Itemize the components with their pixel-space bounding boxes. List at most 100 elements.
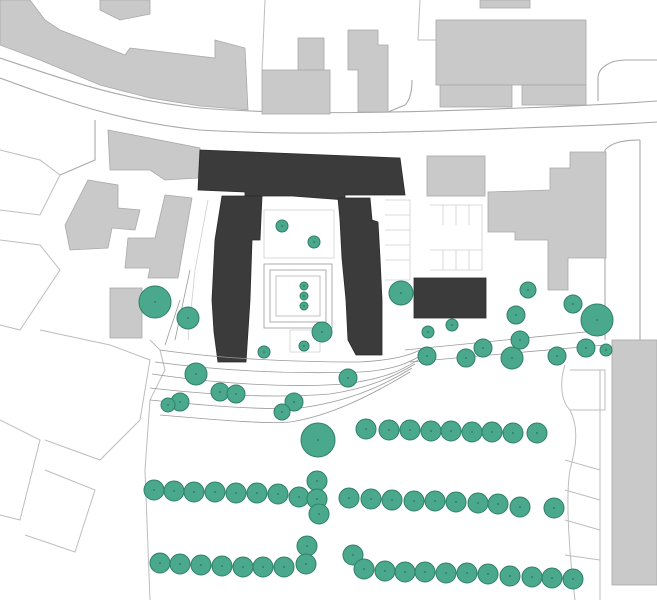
- tree-trunk-marker: [527, 289, 529, 291]
- promenade-edge: [164, 269, 191, 346]
- service-road-east: [604, 139, 641, 151]
- tree-trunk-marker: [536, 432, 538, 434]
- tree-trunk-marker: [519, 506, 521, 508]
- tree-trunk-marker: [551, 577, 553, 579]
- terrace-step: [154, 355, 421, 374]
- tree-trunk-marker: [219, 391, 221, 393]
- main-road-south-edge: [0, 77, 657, 134]
- tree-trunk-marker: [256, 492, 258, 494]
- existing-building: [107, 129, 201, 181]
- existing-building: [521, 84, 587, 106]
- courtyard-step: [269, 269, 327, 323]
- tree-trunk-marker: [235, 492, 237, 494]
- tree-trunk-marker: [471, 431, 473, 433]
- terrace-step: [159, 371, 411, 423]
- existing-building: [261, 69, 331, 115]
- tree-trunk-marker: [427, 331, 429, 333]
- tree-trunk-marker: [445, 572, 447, 574]
- existing-building: [64, 179, 141, 251]
- parcel-outline: [24, 469, 96, 553]
- tree-trunk-marker: [352, 554, 354, 556]
- tree-trunk-marker: [572, 303, 574, 305]
- tree-trunk-marker: [531, 576, 533, 578]
- promenade-edge: [404, 329, 606, 351]
- tree-trunk-marker: [605, 349, 607, 351]
- courtyard-pavilion: [275, 275, 321, 317]
- tree-trunk-marker: [511, 357, 513, 359]
- parcel-outline: [564, 459, 601, 561]
- tree-trunk-marker: [512, 432, 514, 434]
- tree-trunk-marker: [303, 305, 305, 307]
- tree-trunk-marker: [167, 404, 169, 406]
- tree-trunk-marker: [391, 499, 393, 501]
- tree-trunk-marker: [179, 401, 181, 403]
- proposed-building: [413, 277, 487, 319]
- tree-trunk-marker: [596, 319, 598, 321]
- tree-trunk-marker: [388, 429, 390, 431]
- tree-trunk-marker: [281, 225, 283, 227]
- terrace-step: [149, 363, 416, 397]
- tree-trunk-marker: [482, 347, 484, 349]
- tree-trunk-marker: [262, 566, 264, 568]
- tree-trunk-marker: [242, 566, 244, 568]
- tree-trunk-marker: [154, 301, 156, 303]
- tree-trunk-marker: [193, 491, 195, 493]
- tree-trunk-marker: [200, 564, 202, 566]
- parking-lot-lines: [430, 204, 483, 271]
- tree-trunk-marker: [173, 490, 175, 492]
- existing-building: [611, 339, 657, 586]
- existing-building: [479, 0, 531, 9]
- tree-trunk-marker: [384, 570, 386, 572]
- tree-trunk-marker: [424, 571, 426, 573]
- tree-trunk-marker: [235, 393, 237, 395]
- tree-trunk-marker: [553, 507, 555, 509]
- main-road-north-edge: [0, 57, 657, 114]
- parking-lot-lines: [385, 199, 411, 281]
- existing-building: [124, 194, 193, 279]
- side-road-west: [59, 120, 96, 176]
- tree-trunk-marker: [293, 401, 295, 403]
- tree-trunk-marker: [321, 331, 323, 333]
- tree-trunk-marker: [277, 493, 279, 495]
- existing-building: [297, 37, 325, 71]
- tree-trunk-marker: [317, 439, 319, 441]
- parcel-outline: [0, 239, 61, 331]
- existing-building: [435, 19, 587, 86]
- trees: [138, 219, 614, 590]
- tree-trunk-marker: [306, 545, 308, 547]
- parcel-outline: [417, 0, 436, 41]
- parcel-outline: [561, 364, 577, 600]
- tree-trunk-marker: [303, 285, 305, 287]
- tree-trunk-marker: [585, 347, 587, 349]
- courtyard-outline: [263, 209, 335, 259]
- tree-trunk-marker: [477, 502, 479, 504]
- north-curb-right: [597, 59, 657, 101]
- tree-trunk-marker: [409, 429, 411, 431]
- tree-trunk-marker: [195, 373, 197, 375]
- proposed-building: [211, 195, 263, 363]
- tree-trunk-marker: [153, 489, 155, 491]
- tree-trunk-marker: [497, 503, 499, 505]
- tree-trunk-marker: [572, 578, 574, 580]
- terrace-step: [159, 349, 421, 363]
- proposed-building: [197, 149, 406, 201]
- tree-trunk-marker: [159, 562, 161, 564]
- tree-trunk-marker: [413, 500, 415, 502]
- tree-trunk-marker: [221, 565, 223, 567]
- tree-trunk-marker: [465, 357, 467, 359]
- parcel-outline: [0, 149, 61, 216]
- proposed-building: [337, 197, 383, 356]
- tree-trunk-marker: [305, 563, 307, 565]
- tree-trunk-marker: [491, 431, 493, 433]
- parcel-outline: [39, 329, 151, 461]
- tree-trunk-marker: [363, 568, 365, 570]
- tree-trunk-marker: [187, 317, 189, 319]
- courtyard-outline: [289, 329, 321, 353]
- tree-trunk-marker: [318, 513, 320, 515]
- tree-trunk-marker: [214, 491, 216, 493]
- tree-trunk-marker: [466, 572, 468, 574]
- tree-trunk-marker: [370, 498, 372, 500]
- tree-trunk-marker: [430, 430, 432, 432]
